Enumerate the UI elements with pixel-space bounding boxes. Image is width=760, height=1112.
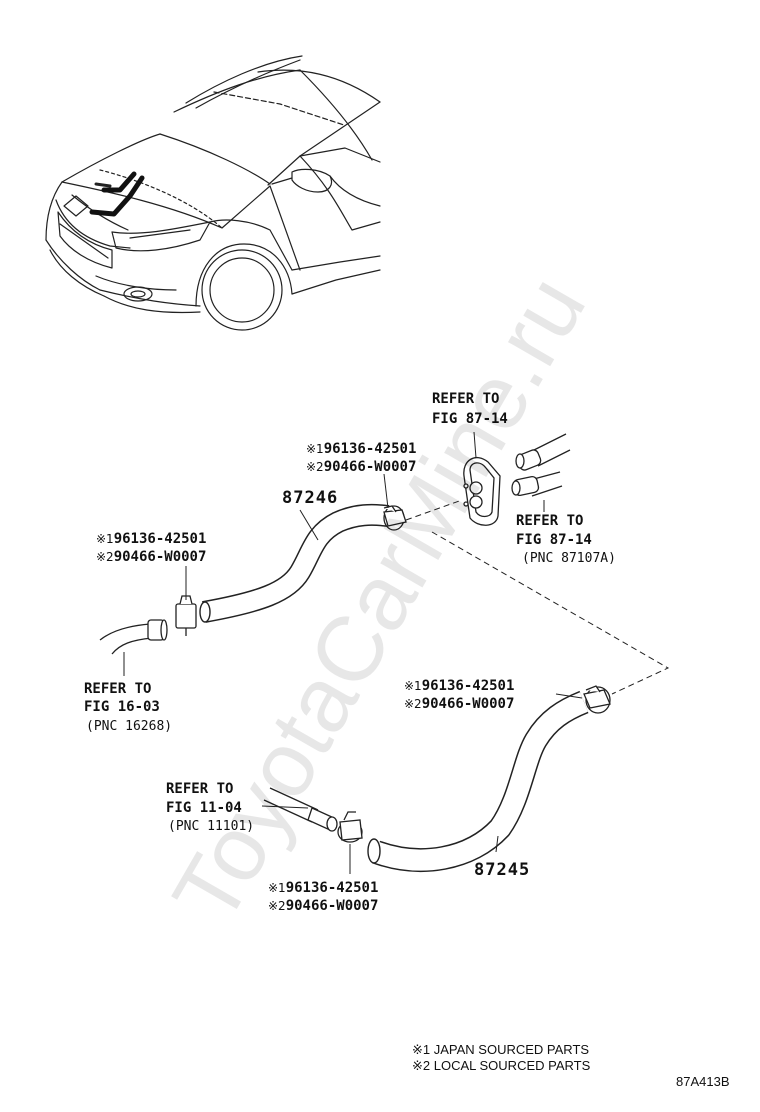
heater-pipes-drawing: [511, 433, 571, 497]
leader-lines: [123, 431, 583, 874]
callout-right-clamp-line1: ※196136-42501: [404, 677, 514, 695]
part-number-japan: 96136-42501: [113, 531, 207, 547]
mark-1: ※1: [404, 679, 422, 693]
clamp-top-drawing: [383, 505, 407, 531]
legend-text-japan: JAPAN SOURCED PARTS: [433, 1042, 590, 1057]
mark-1: ※1: [306, 442, 324, 456]
connection-lines: [405, 499, 670, 695]
callout-top-clamp-line2: ※290466-W0007: [306, 458, 416, 476]
ref-left-pipe-pnc: (PNC 16268): [86, 719, 173, 734]
ref-engine-pipe-line2: FIG 11-04: [166, 800, 242, 816]
mark-2: ※2: [268, 899, 286, 913]
hose-87246-drawing: [199, 503, 390, 623]
water-pipe-engine-drawing: [263, 787, 338, 832]
clamp-left-drawing: [175, 595, 197, 636]
part-number-local: 90466-W0007: [421, 696, 515, 712]
mark-1: ※1: [268, 881, 286, 895]
part-label-87246: 87246: [282, 488, 339, 508]
ref-pipes-pnc: (PNC 87107A): [522, 551, 616, 566]
figure-code: 87A413B: [676, 1074, 730, 1089]
legend-japan: ※1 JAPAN SOURCED PARTS: [412, 1042, 589, 1058]
part-number-japan: 96136-42501: [421, 678, 515, 694]
part-number-local: 90466-W0007: [113, 549, 207, 565]
clamp-right-drawing: [583, 685, 611, 714]
part-label-87245: 87245: [474, 860, 531, 880]
mark-1: ※1: [96, 532, 114, 546]
part-number-japan: 96136-42501: [323, 441, 417, 457]
legend-mark-1: ※1: [412, 1042, 431, 1057]
ref-engine-pipe-line1: REFER TO: [166, 781, 234, 797]
ref-pipes-line1: REFER TO: [516, 513, 584, 529]
ref-engine-pipe-pnc: (PNC 11101): [168, 819, 255, 834]
ref-grommet-line1: REFER TO: [432, 391, 500, 407]
part-number-local: 90466-W0007: [323, 459, 417, 475]
mark-2: ※2: [404, 697, 422, 711]
ref-grommet-line2: FIG 87-14: [432, 411, 508, 427]
mark-2: ※2: [306, 460, 324, 474]
car-illustration: [45, 55, 381, 331]
ref-pipes-line2: FIG 87-14: [516, 532, 592, 548]
grommet-drawing: [463, 457, 501, 526]
mark-2: ※2: [96, 550, 114, 564]
callout-left-clamp-line2: ※290466-W0007: [96, 548, 206, 566]
legend-mark-2: ※2: [412, 1058, 431, 1073]
callout-bottom-clamp-line1: ※196136-42501: [268, 879, 378, 897]
hose-87245-drawing: [367, 690, 589, 872]
legend-text-local: LOCAL SOURCED PARTS: [433, 1058, 591, 1073]
part-number-local: 90466-W0007: [285, 898, 379, 914]
ref-left-pipe-line1: REFER TO: [84, 681, 152, 697]
ref-left-pipe-line2: FIG 16-03: [84, 699, 160, 715]
callout-bottom-clamp-line2: ※290466-W0007: [268, 897, 378, 915]
legend-local: ※2 LOCAL SOURCED PARTS: [412, 1058, 590, 1074]
callout-left-clamp-line1: ※196136-42501: [96, 530, 206, 548]
heater-pipe-left-drawing: [99, 619, 168, 655]
clamp-bottom-drawing: [337, 811, 363, 843]
callout-top-clamp-line1: ※196136-42501: [306, 440, 416, 458]
part-number-japan: 96136-42501: [285, 880, 379, 896]
callout-right-clamp-line2: ※290466-W0007: [404, 695, 514, 713]
